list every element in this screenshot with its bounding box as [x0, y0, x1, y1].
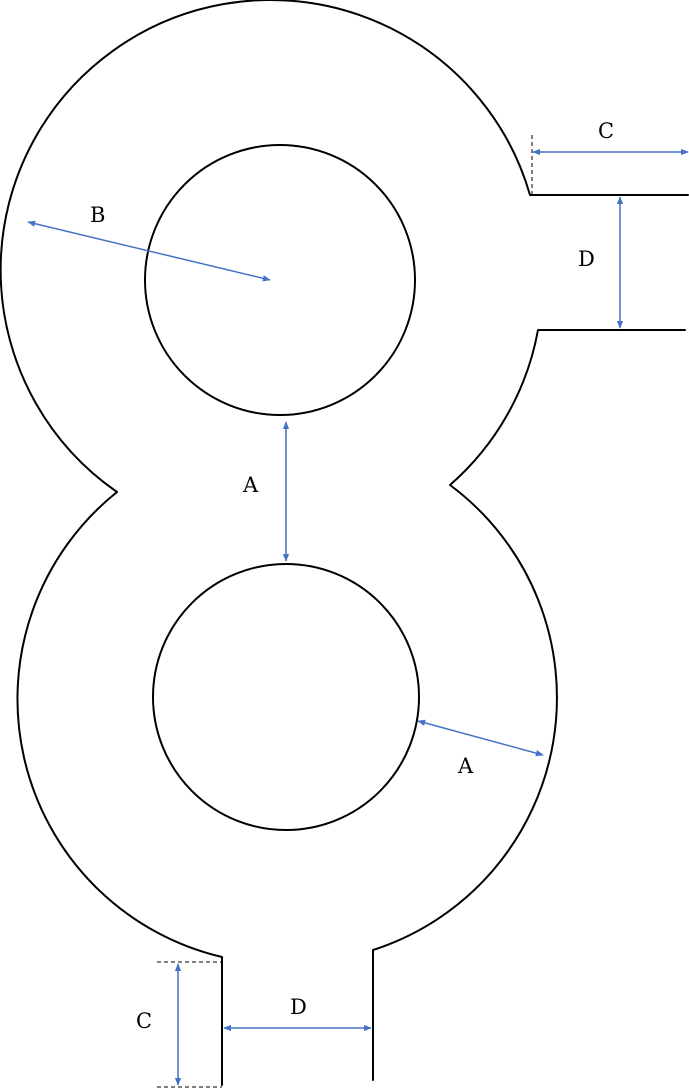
label-ring-width: A: [457, 754, 474, 778]
lower-inner-hole: [152, 563, 420, 831]
label-gap-between-holes: A: [242, 473, 259, 497]
upper-inner-hole: [144, 144, 416, 416]
label-right-channel-width: D: [578, 247, 595, 271]
label-outer-radius: B: [90, 203, 105, 227]
outer-radius-arrow: [27, 220, 271, 282]
label-right-channel-length: C: [598, 119, 614, 143]
ring-width-arrow: [417, 719, 544, 757]
label-bottom-channel-length: C: [136, 1009, 152, 1033]
label-bottom-channel-width: D: [290, 995, 307, 1019]
